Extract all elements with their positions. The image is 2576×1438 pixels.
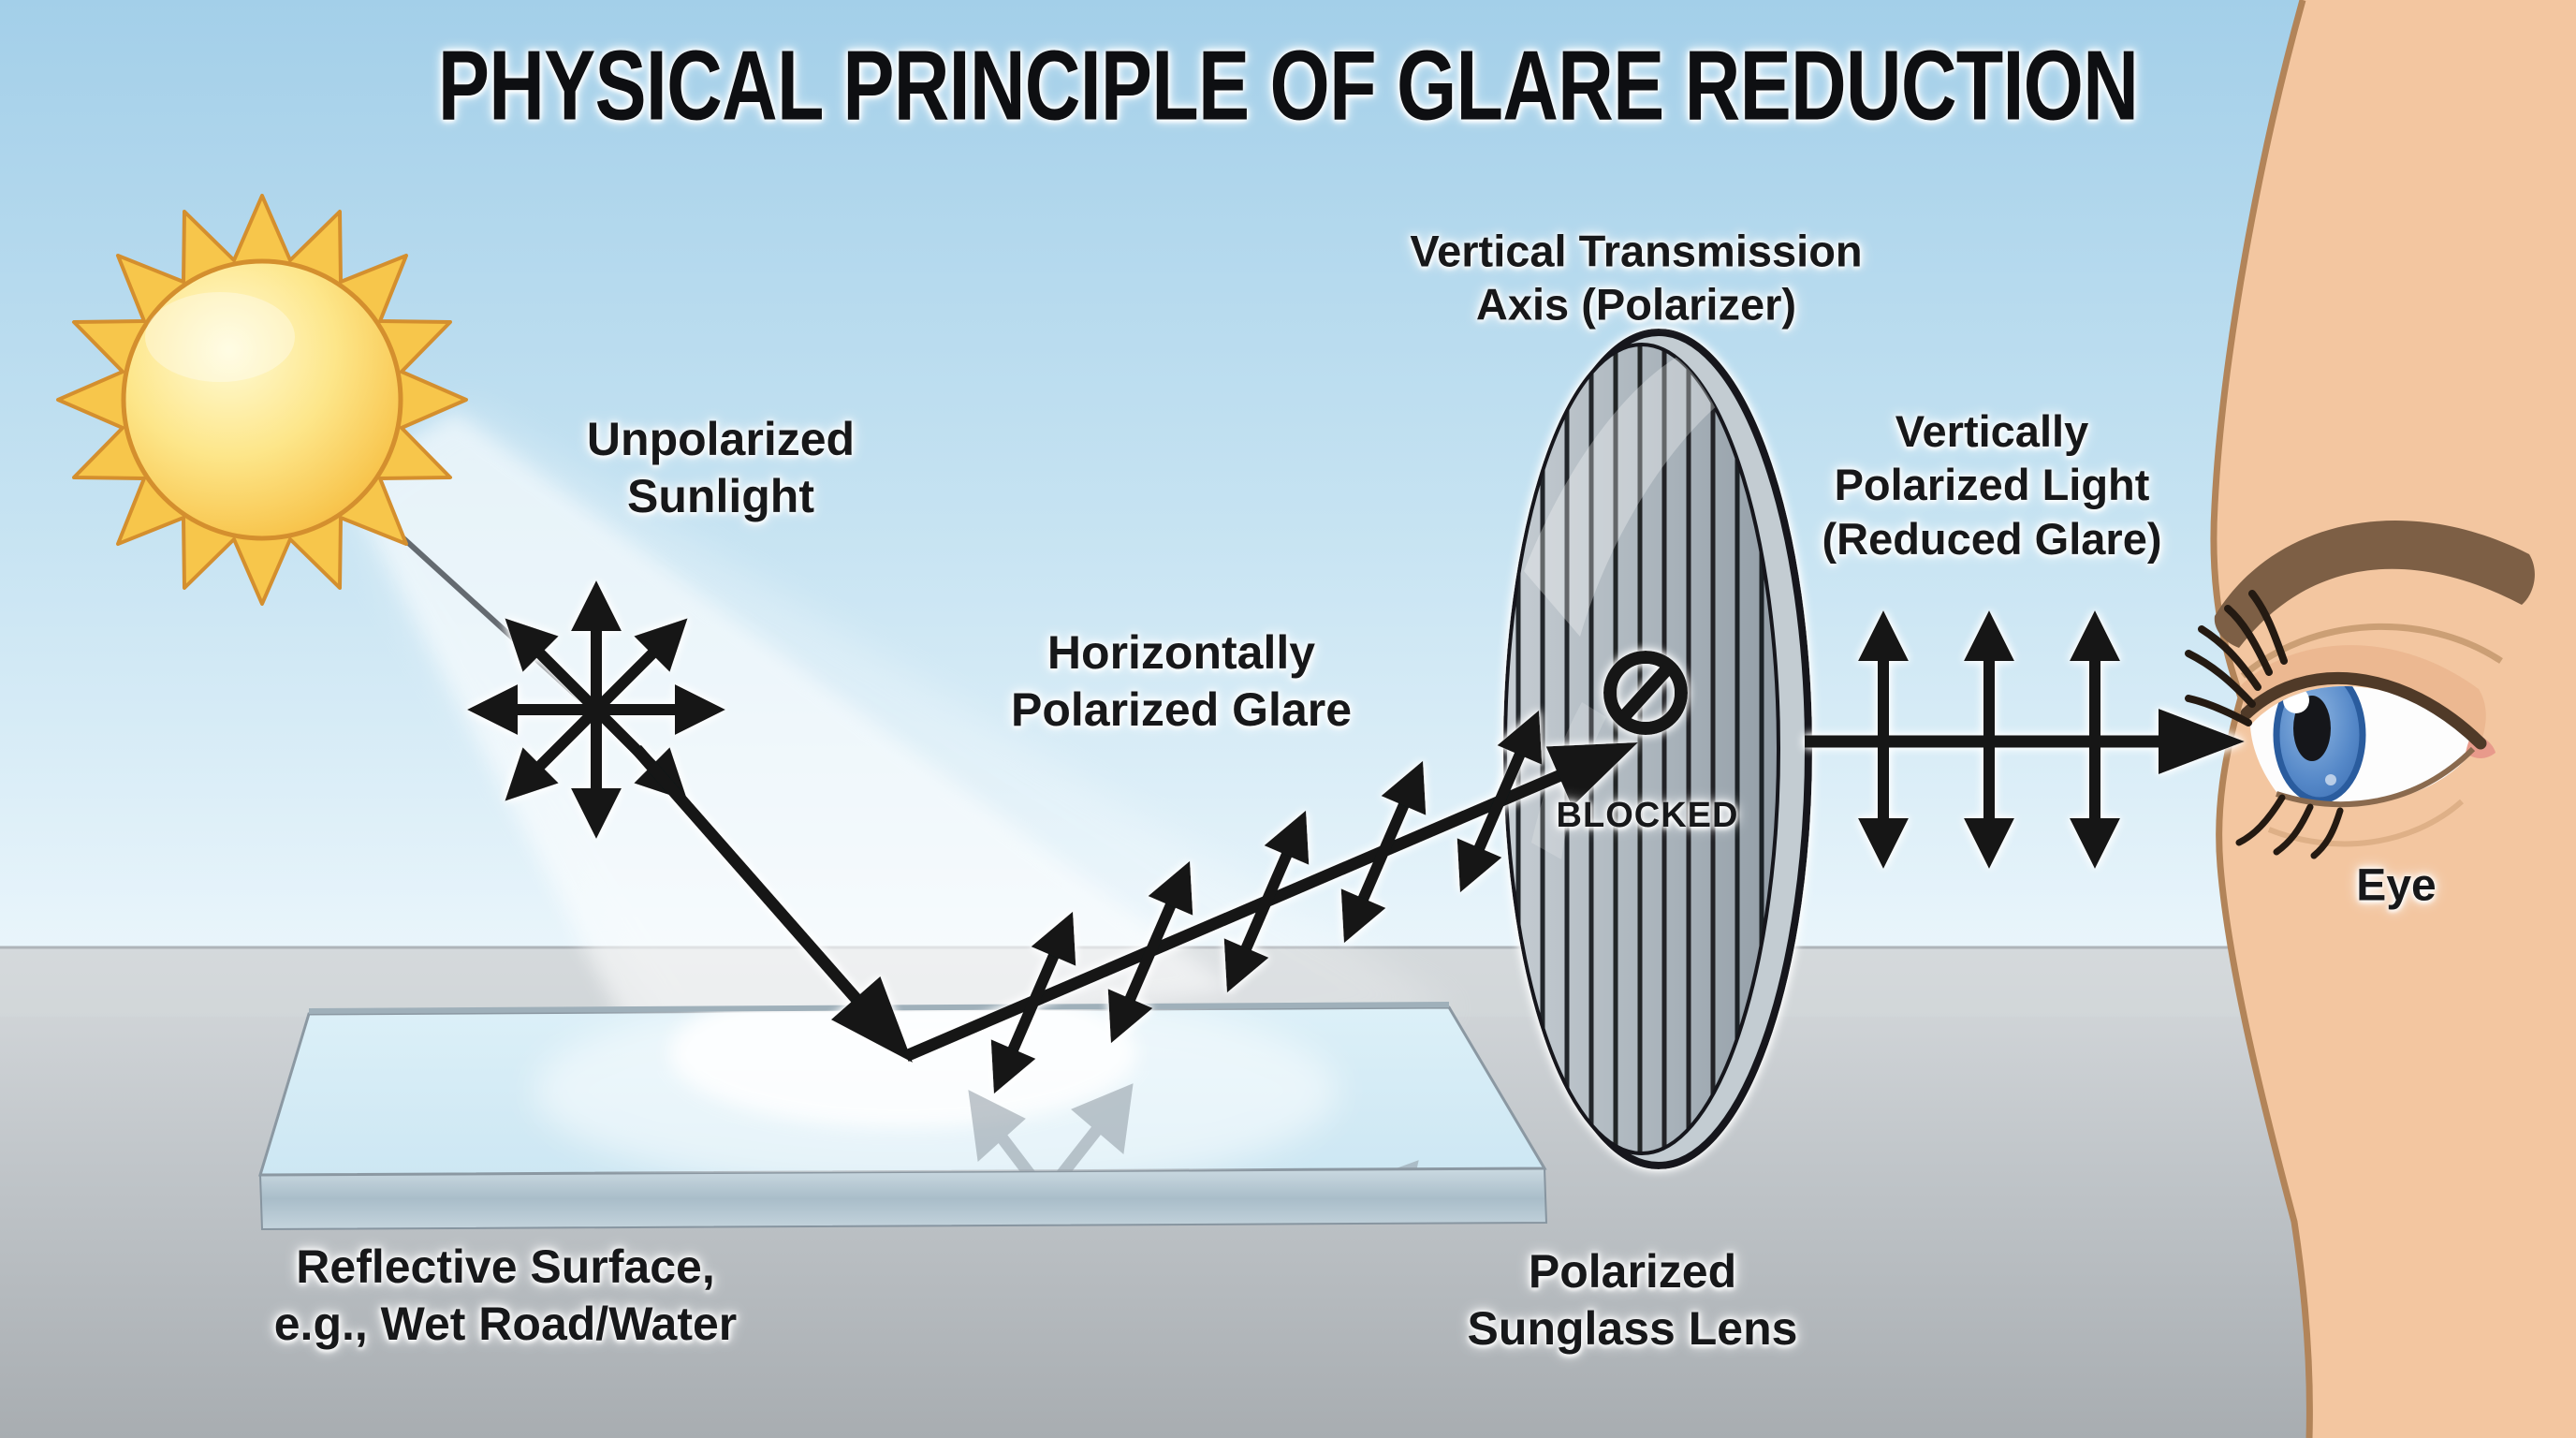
face-profile bbox=[2185, 0, 2576, 1438]
surface-front-edge bbox=[258, 1167, 1548, 1231]
label-eye: Eye bbox=[2356, 860, 2437, 911]
upper-lid-line bbox=[2240, 671, 2487, 750]
reflective-surface bbox=[257, 1002, 1548, 1231]
reflected-glare-ray-arrow bbox=[903, 700, 1651, 1103]
label-blocked: BLOCKED bbox=[1556, 795, 1739, 835]
surface-glare-and-reflections bbox=[534, 1007, 1419, 1175]
label-polarized-sunglass-lens: Polarized Sunglass Lens bbox=[1467, 1245, 1798, 1355]
diagram-title: PHYSICAL PRINCIPLE OF GLARE REDUCTION bbox=[437, 30, 2139, 141]
sunlight-beam bbox=[328, 403, 1460, 1147]
pupil bbox=[2293, 696, 2331, 761]
no-entry-icon bbox=[1603, 651, 1688, 735]
label-horizontally-polarized-glare: Horizontally Polarized Glare bbox=[1010, 626, 1353, 736]
sun-icon bbox=[56, 194, 468, 606]
label-reflective-surface: Reflective Surface, e.g., Wet Road/Water bbox=[273, 1240, 738, 1350]
eyelid-crease bbox=[2240, 623, 2503, 679]
upper-lid-fold bbox=[2239, 645, 2486, 743]
label-unpolarized-sunlight: Unpolarized Sunlight bbox=[586, 413, 856, 522]
incident-ray-arrow bbox=[632, 744, 938, 1085]
transmitted-ray-arrow bbox=[1805, 610, 2245, 869]
label-vertical-transmission-axis: Vertical Transmission Axis (Polarizer) bbox=[1410, 226, 1863, 330]
profile-outline bbox=[2210, 0, 2313, 1438]
eyebrow bbox=[2214, 521, 2535, 648]
eyelashes bbox=[2185, 590, 2344, 859]
polarizer-lens bbox=[1503, 329, 1812, 1169]
eye-icon bbox=[2185, 590, 2496, 859]
lower-lid-line bbox=[2276, 746, 2476, 808]
light-ray-arrows bbox=[467, 580, 2245, 1104]
label-vertically-polarized-light: Vertically Polarized Light (Reduced Glar… bbox=[1822, 406, 2162, 564]
